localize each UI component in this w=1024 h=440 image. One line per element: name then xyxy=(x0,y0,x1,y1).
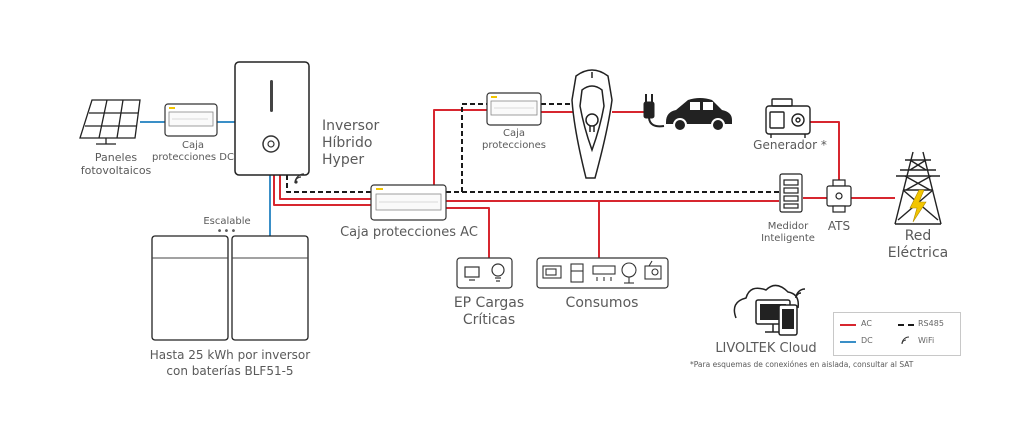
tv-icon xyxy=(464,266,480,281)
legend-rs485-label: RS485 xyxy=(918,319,944,328)
top-protection-box xyxy=(486,92,542,126)
wifi-icon xyxy=(294,173,305,184)
ac-wire-acbox-critical xyxy=(446,207,490,258)
critical-loads-panel xyxy=(456,257,513,289)
air-conditioner-icon xyxy=(592,265,616,281)
scalable-label: Escalable xyxy=(203,216,251,227)
footnote: *Para esquemas de conexiónes en aislada,… xyxy=(690,360,914,369)
cloud-devices-icon xyxy=(733,284,806,336)
ev-charger-icon xyxy=(571,69,613,179)
rs485-wire-inverter-meter xyxy=(286,175,779,193)
ac-wire-inverter-acbox-2 xyxy=(279,175,371,200)
smart-meter-icon xyxy=(779,173,803,213)
lightning-bolt-icon xyxy=(909,189,927,223)
car-icon xyxy=(666,98,732,132)
wifi-icon xyxy=(901,336,910,345)
ac-protection-box xyxy=(370,184,447,221)
legend-wifi-label: WiFi xyxy=(918,336,935,345)
wifi-icon xyxy=(795,288,806,299)
ac-wire-generator-ats xyxy=(810,121,840,181)
ats-switch-icon xyxy=(826,179,852,213)
loads-label: Consumos xyxy=(565,295,639,311)
legend-rs485-swatch xyxy=(898,324,914,326)
dc-box-label: Caja protecciones DC xyxy=(152,140,234,163)
fridge-icon xyxy=(570,263,584,283)
battery-module-1 xyxy=(151,235,229,341)
plug-icon xyxy=(643,94,665,128)
battery-module-2 xyxy=(231,235,309,341)
dc-protection-box xyxy=(164,103,218,137)
scalable-dots: ••• xyxy=(216,226,238,237)
legend-dc-swatch xyxy=(840,341,856,343)
microwave-icon xyxy=(542,265,562,279)
legend-dc-label: DC xyxy=(861,336,873,345)
inverter-device xyxy=(234,61,310,176)
ac-wire-topbox-feed xyxy=(433,109,487,201)
grid-label: Red Eléctrica xyxy=(887,228,949,261)
legend-ac-label: AC xyxy=(861,319,872,328)
lightbulb-icon xyxy=(491,263,505,282)
rs485-wire-topbox xyxy=(461,103,487,192)
generator-label: Generador * xyxy=(753,138,827,152)
cloud-label: LIVOLTEK Cloud xyxy=(715,341,817,356)
batteries-label: Hasta 25 kWh por inversor con baterías B… xyxy=(149,348,311,378)
ac-box-label: Caja protecciones AC xyxy=(340,225,478,240)
ac-wire-inverter-acbox-1 xyxy=(273,175,371,206)
radio-icon xyxy=(644,260,662,280)
critical-loads-label: EP Cargas Críticas xyxy=(453,295,525,328)
legend-ac-swatch xyxy=(840,324,856,326)
solar-panel-icon xyxy=(79,99,141,145)
generator-icon xyxy=(765,98,811,138)
meter-label: Medidor Inteligente xyxy=(761,221,815,244)
loads-panel xyxy=(536,257,669,289)
fan-icon xyxy=(621,262,637,284)
ats-label: ATS xyxy=(827,219,851,233)
panels-label: Paneles fotovoltaicos xyxy=(80,151,152,178)
legend: AC DC RS485 WiFi xyxy=(833,312,961,356)
inverter-label: Inversor Híbrido Hyper xyxy=(322,118,380,169)
top-box-label: Caja protecciones xyxy=(481,128,547,151)
